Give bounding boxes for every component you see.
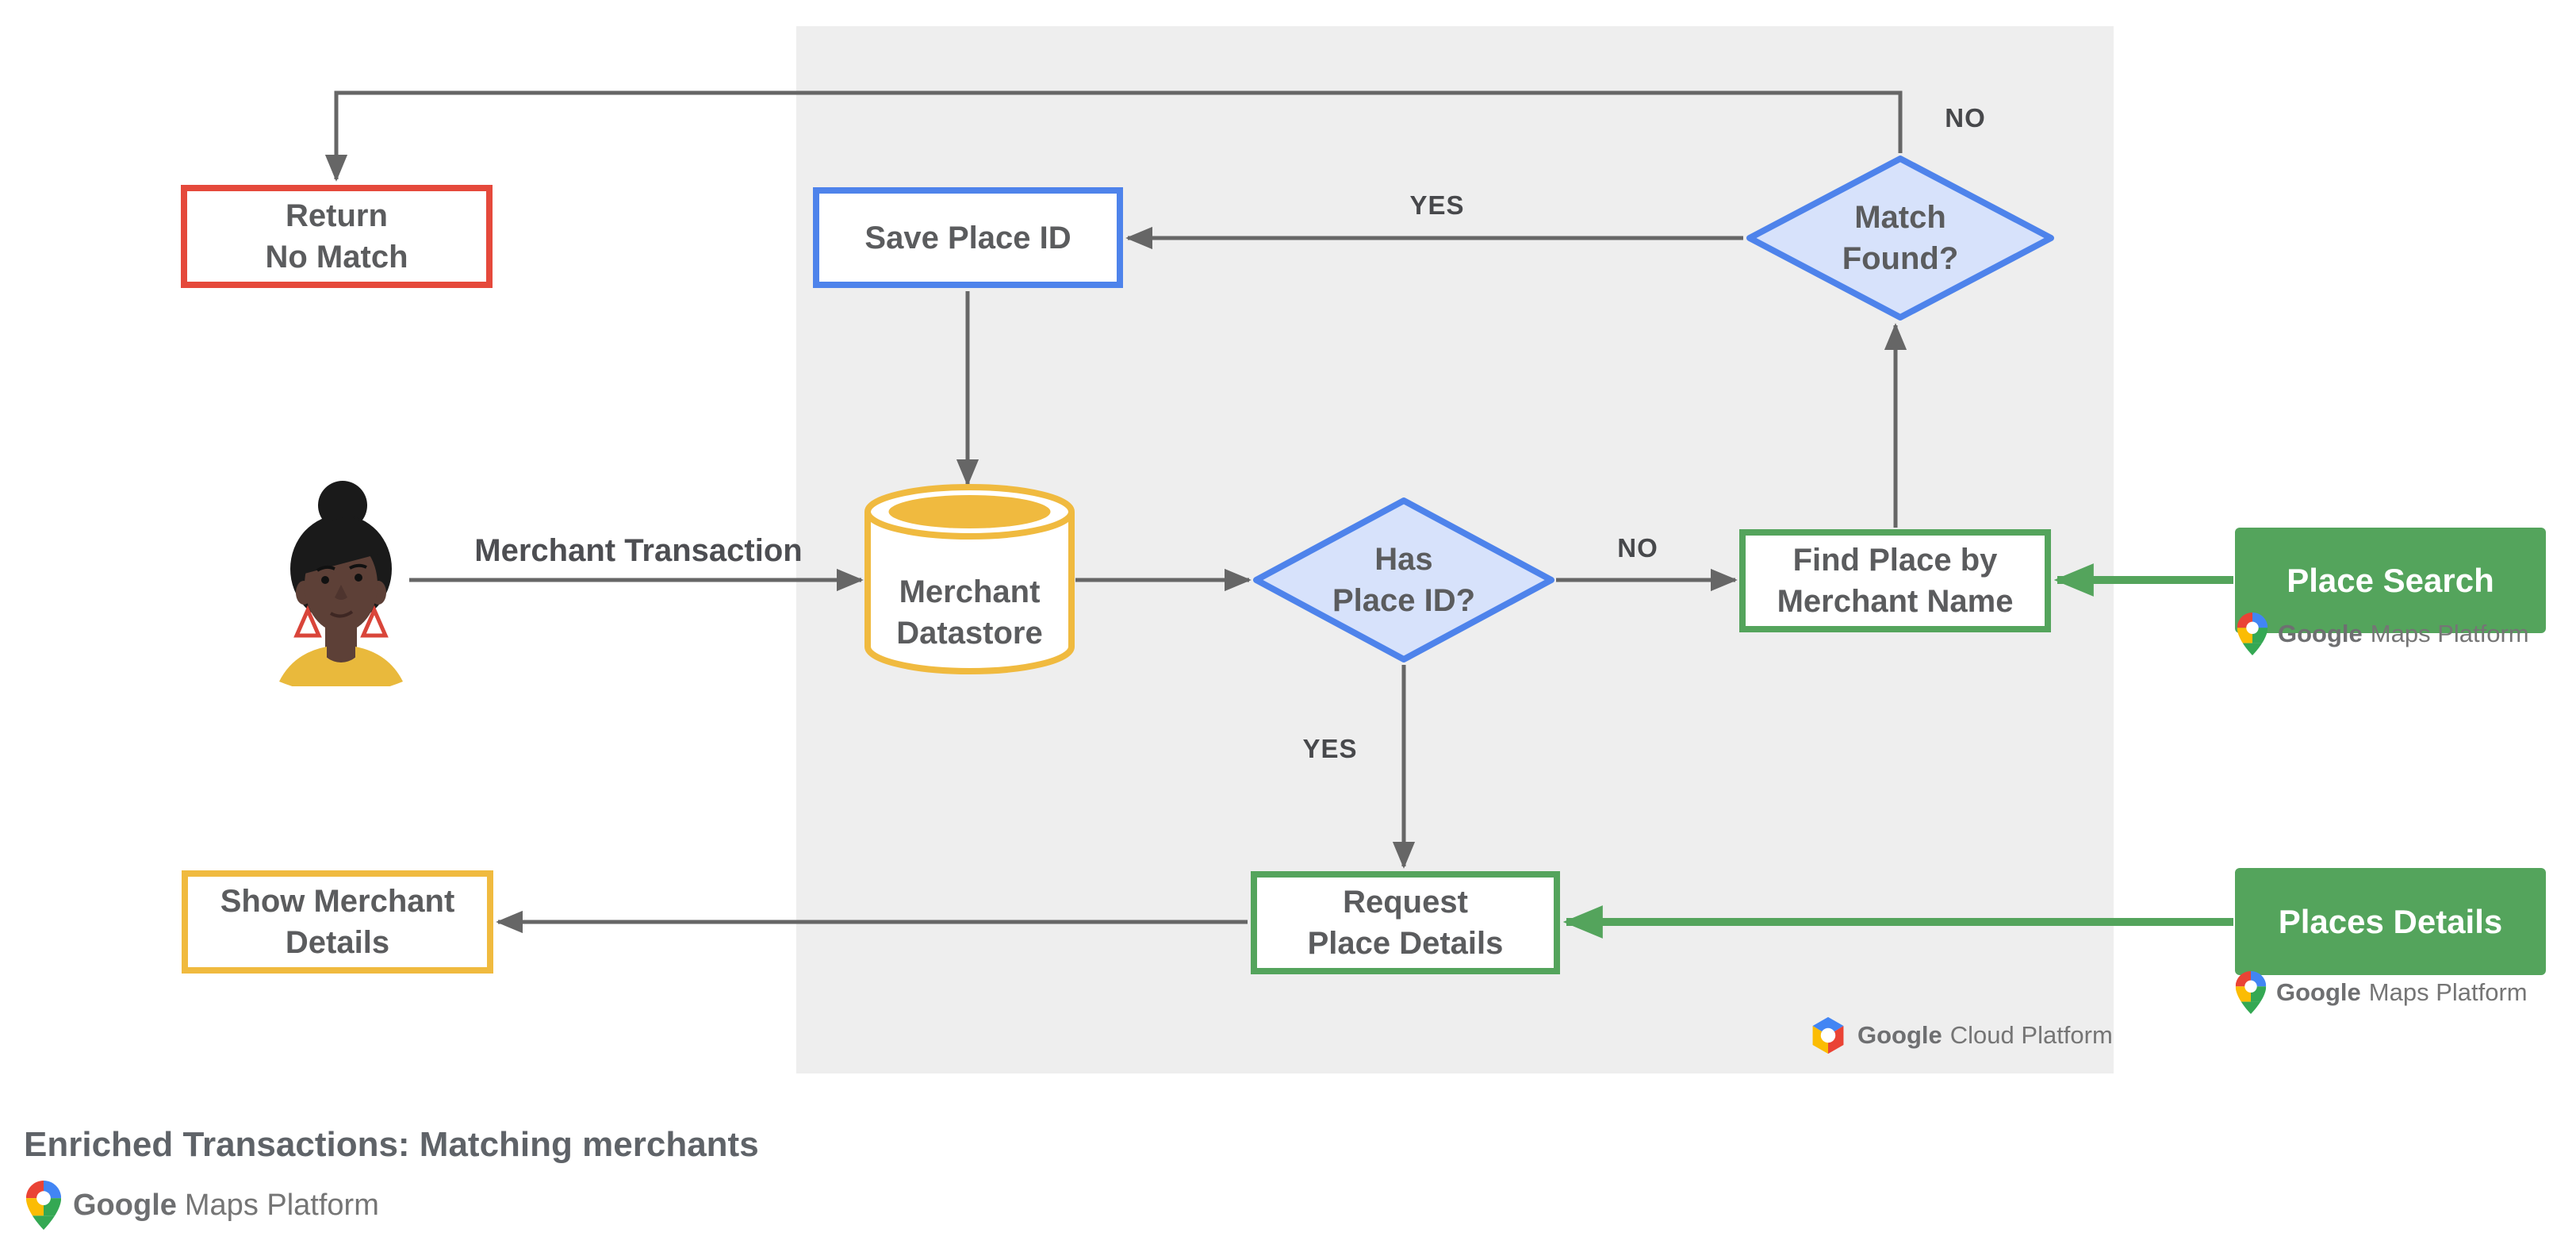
diamond-shape [1746, 156, 2054, 321]
node-merchant-datastore: Merchant Datastore [864, 483, 1075, 675]
edge-label-has-place-id-yes: YES [1302, 734, 1358, 763]
logo-product: Maps Platform [184, 1188, 379, 1222]
node-return-no-match-label: Return No Match [265, 198, 408, 275]
edge-match-found-to-return-no-match [324, 90, 1903, 182]
node-save-place-id: Save Place ID [813, 187, 1123, 288]
node-request-place-details: Request Place Details [1251, 871, 1560, 974]
node-return-no-match: Return No Match [181, 185, 493, 288]
cylinder-shape [864, 484, 1075, 674]
edge-label-has-place-id-no: NO [1617, 533, 1658, 563]
edge-label-match-found-yes: YES [1409, 190, 1465, 220]
node-save-place-id-label: Save Place ID [864, 220, 1071, 255]
edge-label-match-found-no: NO [1945, 103, 1986, 132]
google-maps-pin-icon [25, 1181, 62, 1230]
decision-has-place-id-label: Has Place ID? [1332, 542, 1476, 618]
edge-label-merchant-transaction: Merchant Transaction [474, 533, 803, 568]
google-maps-pin-icon [2235, 971, 2267, 1014]
logo-brand: Google [73, 1188, 177, 1222]
google-cloud-hexagon-icon [1812, 1016, 1844, 1054]
node-show-merchant-details-label: Show Merchant Details [220, 884, 455, 960]
decision-match-found-label: Match Found? [1842, 200, 1959, 276]
decision-match-found: Match Found? [1745, 155, 2056, 321]
node-show-merchant-details: Show Merchant Details [182, 870, 493, 974]
logo-brand: Google [2276, 978, 2361, 1006]
chip-places-details: Places Details [2235, 868, 2546, 975]
google-maps-platform-logo: Google Maps Platform [2235, 971, 2528, 1014]
google-maps-pin-icon [2237, 613, 2268, 655]
chip-place-search-label: Place Search [2287, 561, 2494, 599]
shirt [279, 647, 403, 686]
node-find-place-by-merchant-name: Find Place by Merchant Name [1739, 529, 2051, 632]
node-request-place-details-label: Request Place Details [1307, 885, 1504, 961]
chip-places-details-label: Places Details [2278, 902, 2503, 940]
google-maps-platform-logo: Google Maps Platform [25, 1181, 379, 1230]
logo-brand: Google [1857, 1021, 1942, 1049]
logo-brand: Google [2278, 620, 2363, 647]
logo-product: Maps Platform [2368, 978, 2528, 1006]
logo-product: Maps Platform [2370, 620, 2529, 647]
earring-left [293, 605, 322, 638]
google-cloud-platform-logo: Google Cloud Platform [1810, 1016, 2113, 1055]
earring-right [360, 605, 389, 638]
google-maps-platform-logo: Google Maps Platform [2237, 613, 2529, 655]
decision-has-place-id: Has Place ID? [1252, 497, 1556, 663]
logo-product: Cloud Platform [1949, 1021, 2113, 1049]
node-merchant-datastore-label: Merchant Datastore [896, 574, 1043, 651]
chip-place-search: Place Search [2235, 528, 2546, 633]
person-avatar [279, 481, 403, 686]
page-title: Enriched Transactions: Matching merchant… [24, 1125, 759, 1164]
node-find-place-label: Find Place by Merchant Name [1777, 543, 2014, 619]
diamond-shape [1253, 497, 1554, 662]
